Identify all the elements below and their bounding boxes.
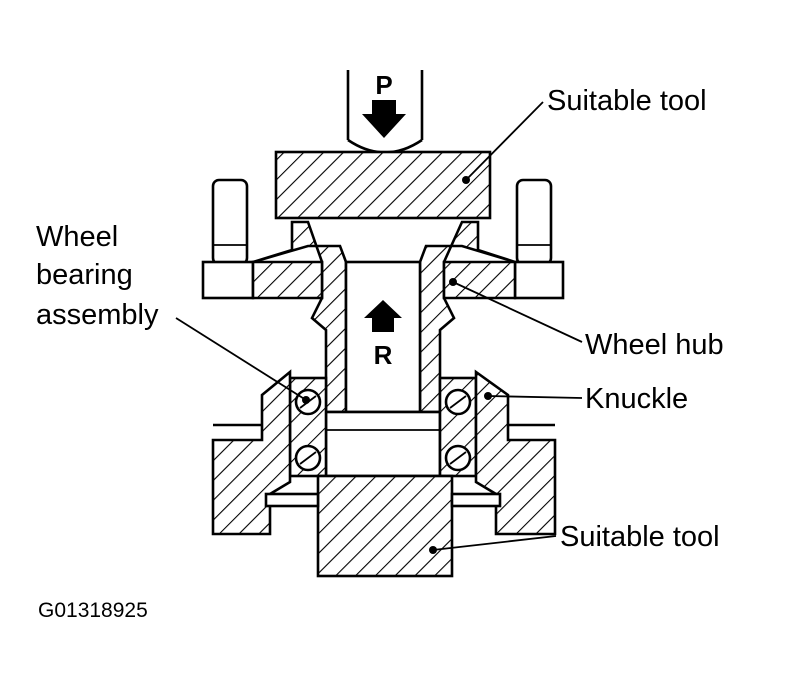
- wheel-hub: [251, 220, 517, 414]
- label-suitable-tool-top: Suitable tool: [547, 85, 707, 117]
- bearing-race-right: [438, 376, 478, 478]
- label-wheel-hub: Wheel hub: [585, 329, 724, 361]
- leader-lines: [175, 101, 583, 554]
- reaction-arrow-icon: [364, 300, 402, 332]
- suitable-tool-bottom: [264, 474, 502, 578]
- label-wheel-bearing-line2: bearing: [36, 259, 133, 291]
- wheel-stud-right: [515, 178, 553, 266]
- label-wheel-bearing-line1: Wheel: [36, 221, 118, 253]
- stud-head-left: [201, 260, 255, 300]
- press-force-label: P: [375, 70, 392, 100]
- label-suitable-tool-bottom: Suitable tool: [560, 521, 720, 553]
- press-arrow-icon: [362, 100, 406, 138]
- label-wheel-bearing-line3: assembly: [36, 299, 159, 331]
- label-knuckle: Knuckle: [585, 383, 688, 415]
- bearing-inner-ring: [324, 410, 442, 478]
- reaction-force-label: R: [374, 340, 393, 370]
- wheel-stud-left: [211, 178, 249, 266]
- suitable-tool-top: [274, 150, 492, 220]
- stud-head-right: [513, 260, 565, 300]
- figure-code: G01318925: [38, 599, 148, 622]
- hub-bore: [344, 260, 422, 414]
